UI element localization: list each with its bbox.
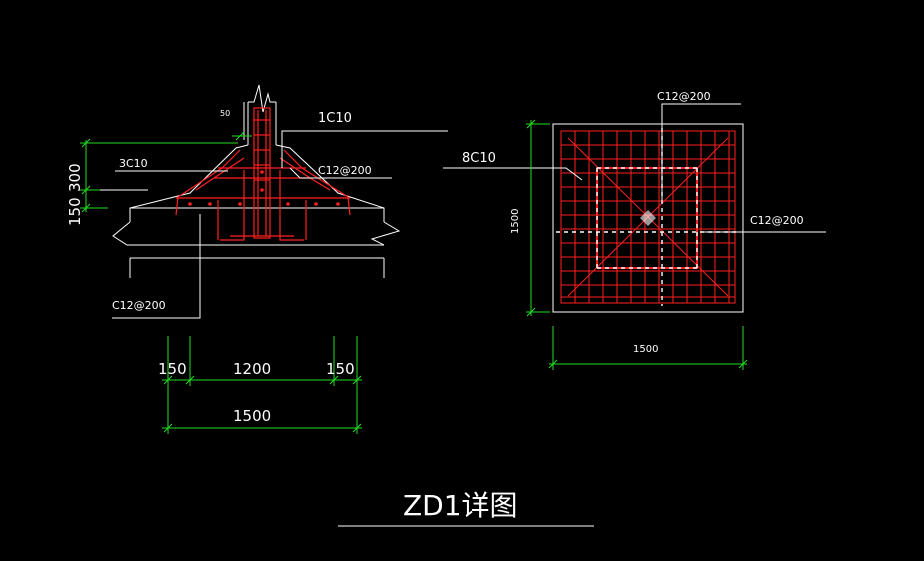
plan-view: C12@200 8C10 C12@200 1500 1500 xyxy=(443,90,826,370)
plan-leaders xyxy=(443,103,826,233)
dim-1500: 1500 xyxy=(233,407,271,425)
label-mesh-top: C12@200 xyxy=(318,164,372,177)
plan-dimensions xyxy=(526,119,748,370)
dim-150-right: 150 xyxy=(326,360,355,378)
section-outline xyxy=(112,84,401,278)
dim-1200: 1200 xyxy=(233,360,271,378)
dim-150-left: 150 xyxy=(158,360,187,378)
section-rebar xyxy=(175,107,351,241)
plan-dim-vertical: 1500 xyxy=(510,209,521,234)
label-mesh-bottom: C12@200 xyxy=(112,299,166,312)
section-rebar-dots xyxy=(188,170,340,206)
plan-label-top: C12@200 xyxy=(657,90,711,103)
label-stirrup: 3C10 xyxy=(119,157,148,170)
plan-center-mark xyxy=(640,210,656,226)
label-gap: 50 xyxy=(220,109,230,118)
section-leaders xyxy=(98,102,448,319)
vdim-150: 150 xyxy=(66,197,84,226)
plan-dim-horizontal: 1500 xyxy=(633,344,658,355)
drawing-title: ZD1详图 xyxy=(403,489,518,522)
plan-label-left: 8C10 xyxy=(462,151,496,166)
vdim-300: 300 xyxy=(66,163,84,192)
plan-rebar-grid xyxy=(560,130,736,304)
section-dimensions xyxy=(80,131,362,434)
section-view: 1C10 3C10 C12@200 C12@200 50 300 150 150… xyxy=(66,84,448,434)
label-top-rebar: 1C10 xyxy=(318,111,352,126)
plan-outline xyxy=(552,123,744,313)
plan-label-right: C12@200 xyxy=(750,214,804,227)
